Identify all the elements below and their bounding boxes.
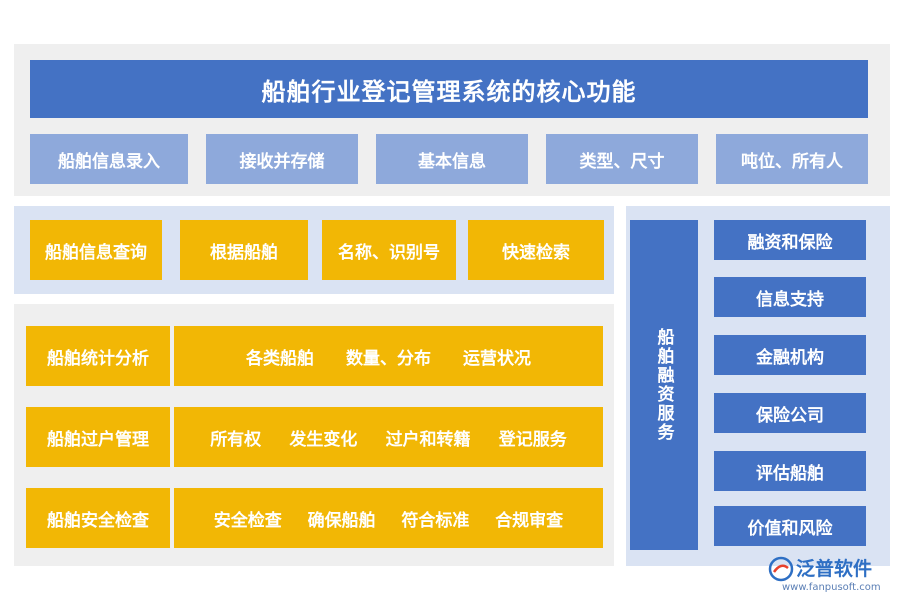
row-label-safety: 船舶安全检查 <box>26 488 170 548</box>
row-items-safety: 安全检查 确保船舶 符合标准 合规审查 <box>174 488 603 548</box>
row-safety-item-3: 符合标准 <box>401 510 470 531</box>
stats-panel: 船舶统计分析 各类船舶 数量、分布 运营状况 船舶过户管理 所有权 发生变化 过… <box>14 304 614 566</box>
page-title: 船舶行业登记管理系统的核心功能 <box>30 60 868 118</box>
row-safety-item-4: 合规审查 <box>495 510 564 531</box>
row-safety-item-1: 安全检查 <box>213 510 282 531</box>
row-stats-item-1: 各类船舶 <box>246 348 314 369</box>
query-item-1: 船舶信息查询 <box>30 220 162 280</box>
top-panel: 船舶行业登记管理系统的核心功能 船舶信息录入 接收并存储 基本信息 类型、尺寸 … <box>14 44 890 196</box>
top-item-2: 接收并存储 <box>206 134 358 184</box>
finance-item-2: 信息支持 <box>714 277 866 317</box>
finance-item-1: 融资和保险 <box>714 220 866 260</box>
row-transfer-item-3: 过户和转籍 <box>385 429 471 450</box>
row-transfer-item-4: 登记服务 <box>498 429 567 450</box>
finance-item-3: 金融机构 <box>714 335 866 375</box>
row-transfer-item-2: 发生变化 <box>289 429 358 450</box>
row-label-transfer: 船舶过户管理 <box>26 407 170 467</box>
finance-panel: 船舶融资服务 融资和保险 信息支持 金融机构 保险公司 评估船舶 价值和风险 <box>626 206 890 566</box>
top-item-3: 基本信息 <box>376 134 528 184</box>
row-items-transfer: 所有权 发生变化 过户和转籍 登记服务 <box>174 407 603 467</box>
top-item-1: 船舶信息录入 <box>30 134 188 184</box>
finance-vertical-label: 船舶融资服务 <box>630 220 698 550</box>
query-panel: 船舶信息查询 根据船舶 名称、识别号 快速检索 <box>14 206 614 294</box>
watermark-logo: 泛普软件 www.fanpusoft.com <box>768 554 892 598</box>
watermark-brand: 泛普软件 <box>796 558 873 580</box>
row-items-stats: 各类船舶 数量、分布 运营状况 <box>174 326 603 386</box>
query-item-3: 名称、识别号 <box>322 220 456 280</box>
finance-item-5: 评估船舶 <box>714 451 866 491</box>
row-label-stats: 船舶统计分析 <box>26 326 170 386</box>
row-stats-item-3: 运营状况 <box>463 348 531 369</box>
finance-item-6: 价值和风险 <box>714 506 866 546</box>
top-item-5: 吨位、所有人 <box>716 134 868 184</box>
fanpu-logo-icon <box>768 556 794 582</box>
row-stats-item-2: 数量、分布 <box>346 348 431 369</box>
watermark-url: www.fanpusoft.com <box>782 582 881 593</box>
top-item-4: 类型、尺寸 <box>546 134 698 184</box>
row-safety-item-2: 确保船舶 <box>307 510 376 531</box>
query-item-2: 根据船舶 <box>180 220 308 280</box>
query-item-4: 快速检索 <box>468 220 604 280</box>
finance-item-4: 保险公司 <box>714 393 866 433</box>
row-transfer-item-1: 所有权 <box>210 429 262 450</box>
